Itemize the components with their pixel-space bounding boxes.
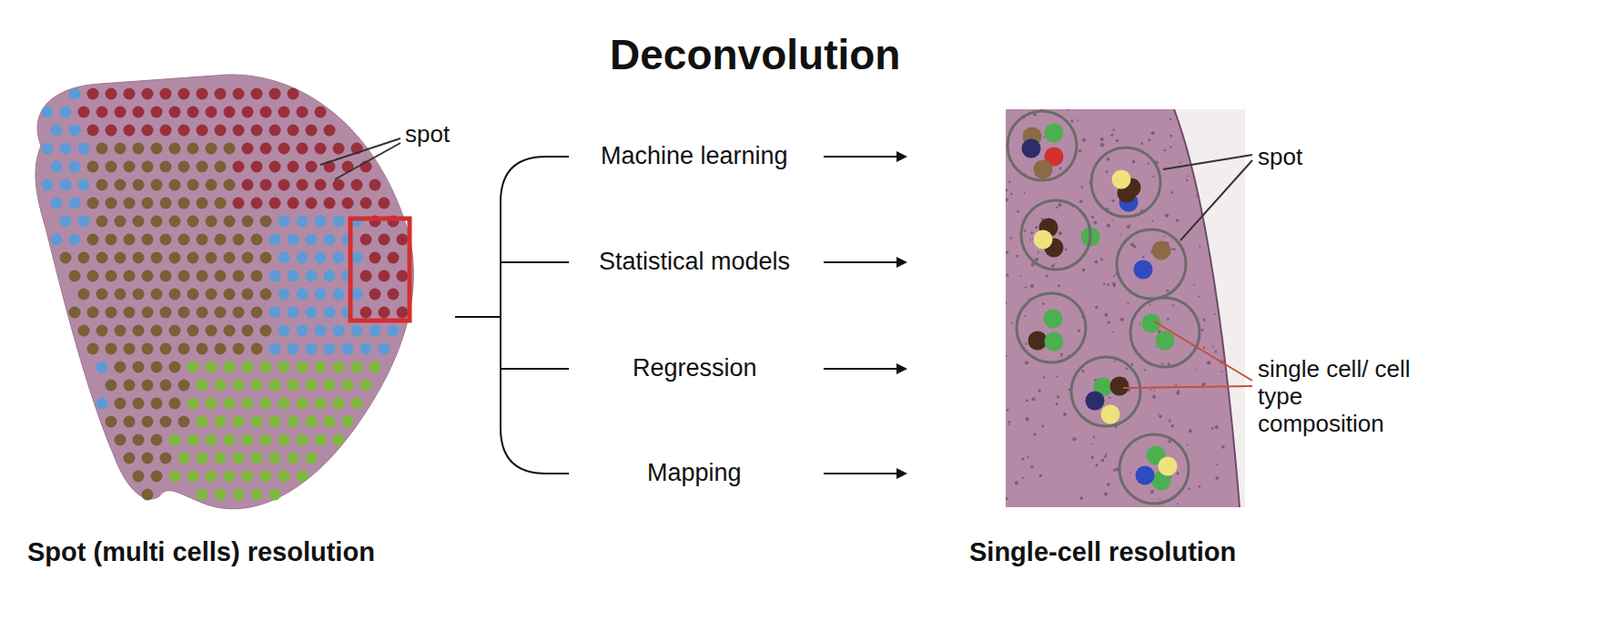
- callout-label: single cell/ cell type composition: [1257, 355, 1413, 438]
- zoom-box: [350, 218, 410, 321]
- panel-heading: Single-cell resolution: [969, 536, 1236, 568]
- callout-label: spot: [405, 121, 450, 149]
- method-arrows: [823, 156, 906, 474]
- method-label: Statistical models: [598, 247, 790, 276]
- leader-line: [1163, 154, 1253, 241]
- tissue-section: [35, 74, 414, 509]
- spot-dots: [41, 88, 409, 501]
- method-label: Machine learning: [600, 141, 789, 171]
- leader-line: [320, 138, 401, 180]
- method-label: Mapping: [647, 458, 742, 487]
- title: Deconvolution: [609, 30, 901, 80]
- bracket: [455, 156, 569, 474]
- spot-circle: [1007, 111, 1200, 504]
- zoomed-tissue: [1005, 109, 1246, 507]
- leader-line: [1123, 321, 1253, 388]
- panel-heading: Spot (multi cells) resolution: [27, 536, 375, 568]
- callout-label: spot: [1257, 143, 1303, 172]
- method-label: Regression: [632, 354, 758, 383]
